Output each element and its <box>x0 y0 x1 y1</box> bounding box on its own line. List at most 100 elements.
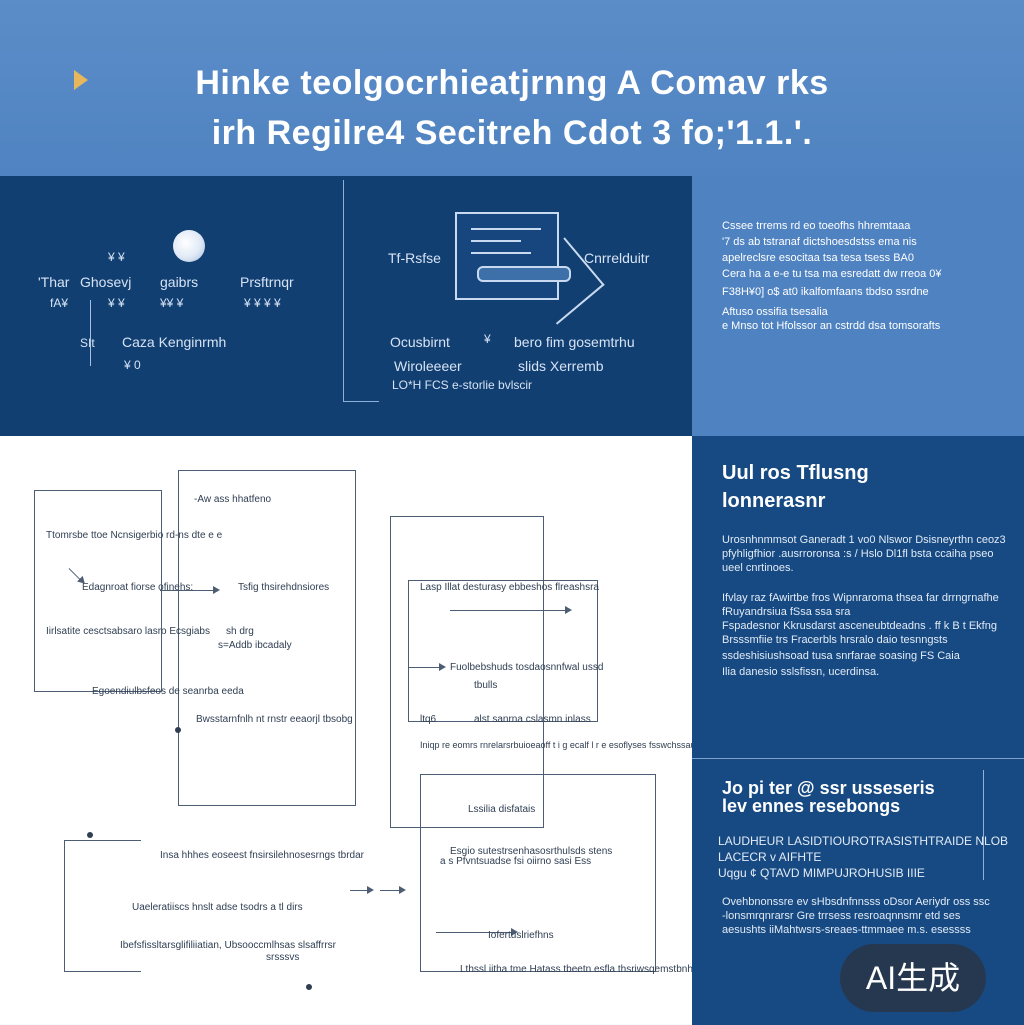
panel-text-line: Fspadesnor Kkrusdarst asceneubtdeadns . … <box>722 620 997 632</box>
diagram-label: a s Pfvntsuadse fsi oiirno sasi Ess <box>440 856 592 867</box>
band-small-label: ¥¥ ¥ <box>160 296 184 310</box>
band-small-label: fA¥ <box>50 296 69 310</box>
overview-band <box>0 176 692 436</box>
document-icon <box>455 212 559 300</box>
band-label: Prsftrnqr <box>240 274 294 290</box>
document-line <box>471 252 531 254</box>
band-label: slids Xerremb <box>518 358 604 374</box>
panel-text-line: -lonsmrqnrarsr Gre trrsess resroaqnnsmr … <box>722 910 961 922</box>
notes-line: apelreclsre esocitaa tsa tesa tsess BA0 <box>722 252 914 264</box>
band-divider-foot <box>343 401 379 402</box>
diagram-label: Lssilia disfatais <box>468 804 536 815</box>
flow-arrow <box>160 586 220 594</box>
band-label: Wiroleeeer <box>394 358 462 374</box>
flow-arrow <box>350 886 374 894</box>
connector-dot <box>306 984 312 990</box>
diagram-label: -Aw ass hhatfeno <box>194 494 272 505</box>
panel-text-line: Urosnhnmmsot Ganeradt 1 vo0 Nlswor Dsisn… <box>722 534 1006 546</box>
info-panel-primary <box>692 436 1024 758</box>
panel-text-line: pfyhligfhior .ausrroronsa :s / Hslo Dl1f… <box>722 548 994 560</box>
overview-notes-panel <box>692 176 1024 436</box>
panel-text-line: ueel cnrtinoes. <box>722 562 794 574</box>
diagram-label: Iirlsatite cesctsabsaro lasro Ecsgiabs <box>46 626 210 637</box>
document-line <box>471 240 521 242</box>
diagram-label: Ttomrsbe ttoe Ncnsigerbio rd-ns dte e e <box>46 530 223 541</box>
band-label: Tf-Rsfse <box>388 250 441 266</box>
diagram-label: Tsfig thsirehdnsiores <box>238 582 330 593</box>
lightbulb-icon <box>173 230 205 262</box>
band-small-label: ¥ 0 <box>124 358 141 372</box>
notes-line: e Mnso tot Hfolssor an cstrdd dsa tomsor… <box>722 320 941 332</box>
diagram-label: srsssvs <box>266 952 300 963</box>
band-label: Ghosevj <box>80 274 132 290</box>
diagram-label: Ibefsfissltarsglifiliiatian, Ubsooccmlhs… <box>120 940 336 951</box>
band-divider <box>343 180 344 402</box>
diagram-box <box>34 490 162 692</box>
panel-heading: lonnerasnr <box>722 490 826 512</box>
diagram-label: Iniqp re eomrs rnrelarsrbuioeaoff t i g … <box>420 740 696 750</box>
band-small-label: ¥ ¥ ¥ ¥ <box>244 296 281 310</box>
notes-line: Cera ha a e-e tu tsa ma esredatt dw rreo… <box>722 268 942 280</box>
band-small-label: LO*H FCS e-storlie bvlscir <box>392 378 533 392</box>
diagram-box <box>420 774 656 972</box>
diagram-label: Lthssl iitha tme Hatass tbeetn esfla ths… <box>460 964 722 975</box>
page-title-line-1: Hinke teolgocrhieatjrnng A Comav rks <box>195 64 829 102</box>
flow-arrow <box>450 606 572 614</box>
diagram-label: tbulls <box>474 680 498 691</box>
diagram-box <box>390 516 544 828</box>
notes-line: Aftuso ossifia tsesalia <box>722 306 828 318</box>
panel-rule <box>983 770 984 880</box>
header-banner <box>0 0 1024 176</box>
diagram-label: Lasp Illat desturasy ebbeshos flreashsra <box>420 582 599 593</box>
flow-arrow <box>408 663 446 671</box>
panel-text-line: Brsssmfiie trs Fracerbls hrsralo daio te… <box>722 634 948 646</box>
band-label: gaibrs <box>160 274 199 290</box>
ai-generated-badge: AI生成 <box>840 944 986 1012</box>
diagram-box <box>408 580 598 722</box>
panel-table-row: Uqgu ¢ QTAVD MIMPUJROHUSIB IIIE <box>718 866 925 880</box>
panel-heading: Uul ros Tflusng <box>722 462 869 484</box>
play-icon[interactable] <box>74 70 88 90</box>
diagram-label: Bwsstarnfnlh nt rnstr eeaorjl tbsobg <box>196 714 353 725</box>
diagram-label: sh drg <box>226 626 254 637</box>
connector-line <box>90 300 91 366</box>
flow-arrow <box>436 928 518 936</box>
diagram-label: Esgio sutestrsenhasosrthulsds stens <box>450 846 613 857</box>
band-small-label: ¥ <box>484 332 491 346</box>
panel-text-line: Ovehbnonssre ev sHbsdnfnnsss oDsor Aeriy… <box>722 896 990 908</box>
band-label: Caza Kenginrmh <box>122 334 227 350</box>
panel-text-line: fRuyandrsiua fSsa ssa sra <box>722 606 851 618</box>
panel-table-row: LACECR v AIFHTE <box>718 850 822 864</box>
notes-line: Cssee trrems rd eo toeofhs hhremtaaa <box>722 220 911 232</box>
panel-heading: Jo pi ter @ ssr usseseris <box>722 778 935 798</box>
diagram-box <box>178 470 356 806</box>
notes-line: F38H¥0] o$ at0 ikalfomfaans tbdso ssrdne <box>722 286 929 298</box>
document-line <box>471 228 541 230</box>
connector-dot <box>87 832 93 838</box>
diagram-label: ltq6 <box>420 714 437 725</box>
panel-text-line: Ifvlay raz fAwirtbe fros Wipnraroma thse… <box>722 592 999 604</box>
notes-line: '7 ds ab tstranaf dictshoesdstss ema nis <box>722 236 917 248</box>
progress-bar-icon <box>477 266 571 282</box>
panel-text-line: Ilia danesio sslsfissn, ucerdinsa. <box>722 666 880 678</box>
panel-heading: lev ennes resebongs <box>722 796 901 816</box>
diagram-label: Fuolbebshuds tosdaosnnfwal ussd <box>450 662 604 673</box>
band-small-label: ¥ ¥ <box>108 250 125 264</box>
panel-table-row: LAUDHEUR LASIDTIOUROTRASISTHTRAIDE NLOB <box>718 834 1009 848</box>
diagram-label: Insa hhhes eoseest fnsirsilehnosesrngs t… <box>160 850 365 861</box>
flow-diagram <box>0 436 692 1024</box>
band-label: bero fim gosemtrhu <box>514 334 635 350</box>
connector-dot <box>175 727 181 733</box>
panel-text-line: aesushts iiMahtwsrs-sreaes-ttmmaee m.s. … <box>722 924 971 936</box>
diagram-label: alst sanrna cslasmn inlass <box>474 714 591 725</box>
band-label: 'Thar <box>38 274 70 290</box>
diagram-label: Iofertuslriefhns <box>488 930 554 941</box>
page-title-line-2: irh Regilre4 Secitreh Cdot 3 fo;'1.1.'. <box>211 114 813 152</box>
band-small-label: ¥ ¥ <box>108 296 125 310</box>
band-small-label: SIt <box>80 336 95 350</box>
band-label: Cnrrelduitr <box>584 250 650 266</box>
panel-text-line: ssdeshisiushsoad tusa snrfarae soasing F… <box>722 650 960 662</box>
diagram-box <box>64 840 141 972</box>
diagram-label: Uaeleratiiscs hnslt adse tsodrs a tl dir… <box>132 902 303 913</box>
band-label: Ocusbirnt <box>390 334 450 350</box>
